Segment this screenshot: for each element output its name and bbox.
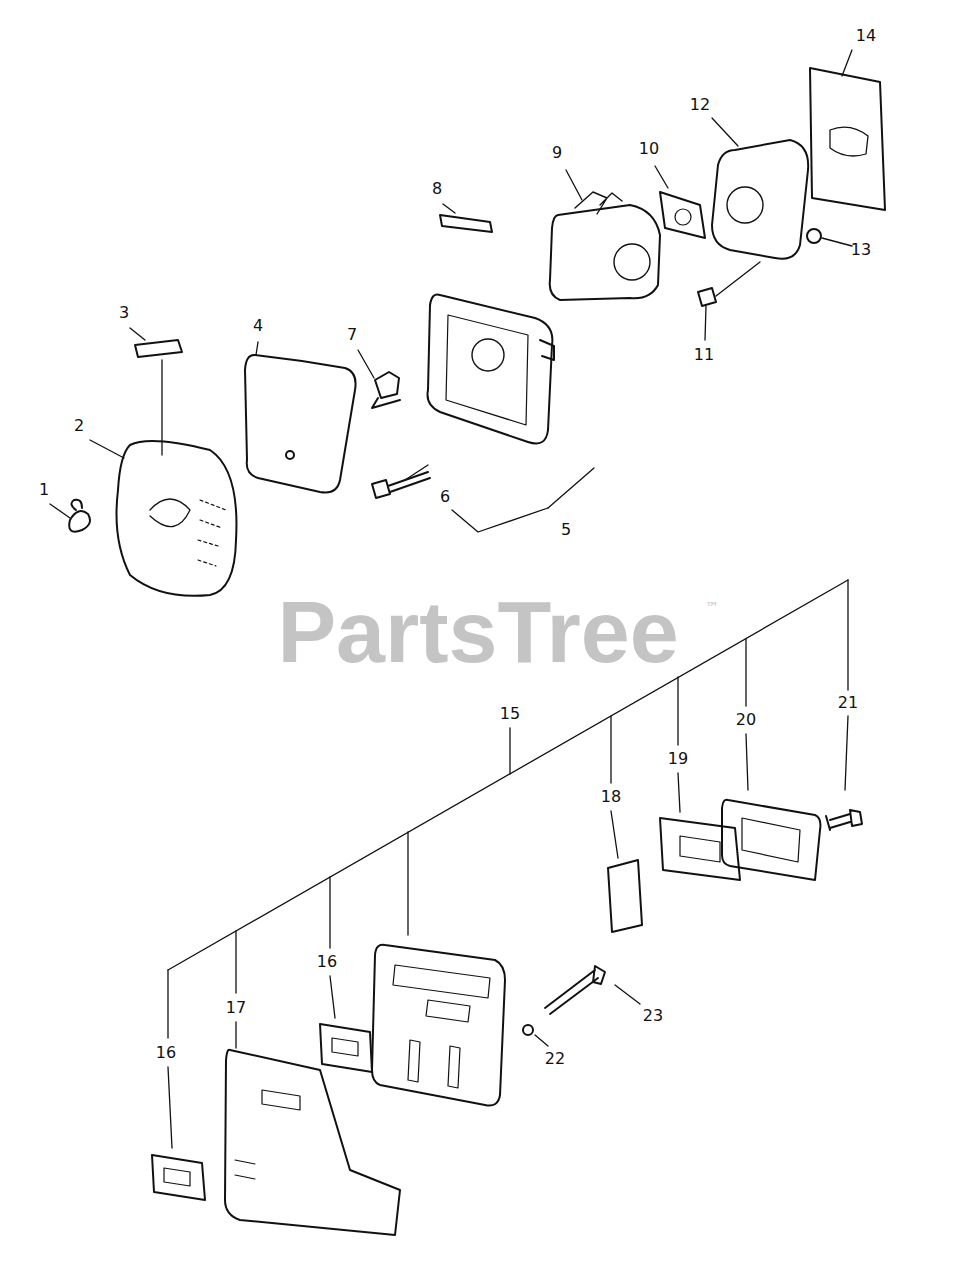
callout-number: 9 (552, 145, 562, 161)
callout-number: 4 (253, 318, 263, 334)
watermark: PartsTree (277, 588, 678, 676)
callout-number: 16 (156, 1045, 176, 1061)
callout-number: 23 (643, 1008, 663, 1024)
callout-number: 17 (226, 1000, 246, 1016)
callout-number: 5 (561, 522, 571, 538)
trademark-mark: ™ (705, 600, 719, 614)
callout-number: 7 (347, 327, 357, 343)
callout-number: 22 (545, 1051, 565, 1067)
callout-number: 8 (432, 181, 442, 197)
callout-number: 6 (440, 489, 450, 505)
callout-number: 19 (668, 751, 688, 767)
callout-number: 1 (39, 482, 49, 498)
callout-number: 15 (500, 706, 520, 722)
callout-number: 10 (639, 141, 659, 157)
callout-number: 18 (601, 789, 621, 805)
callout-number: 16 (317, 954, 337, 970)
callout-number: 20 (736, 712, 756, 728)
callout-number: 12 (690, 97, 710, 113)
callout-number: 2 (74, 418, 84, 434)
callout-number: 11 (694, 347, 714, 363)
callout-number: 13 (851, 242, 871, 258)
callout-number: 14 (856, 28, 876, 44)
callout-number: 3 (119, 305, 129, 321)
callout-number: 21 (838, 695, 858, 711)
